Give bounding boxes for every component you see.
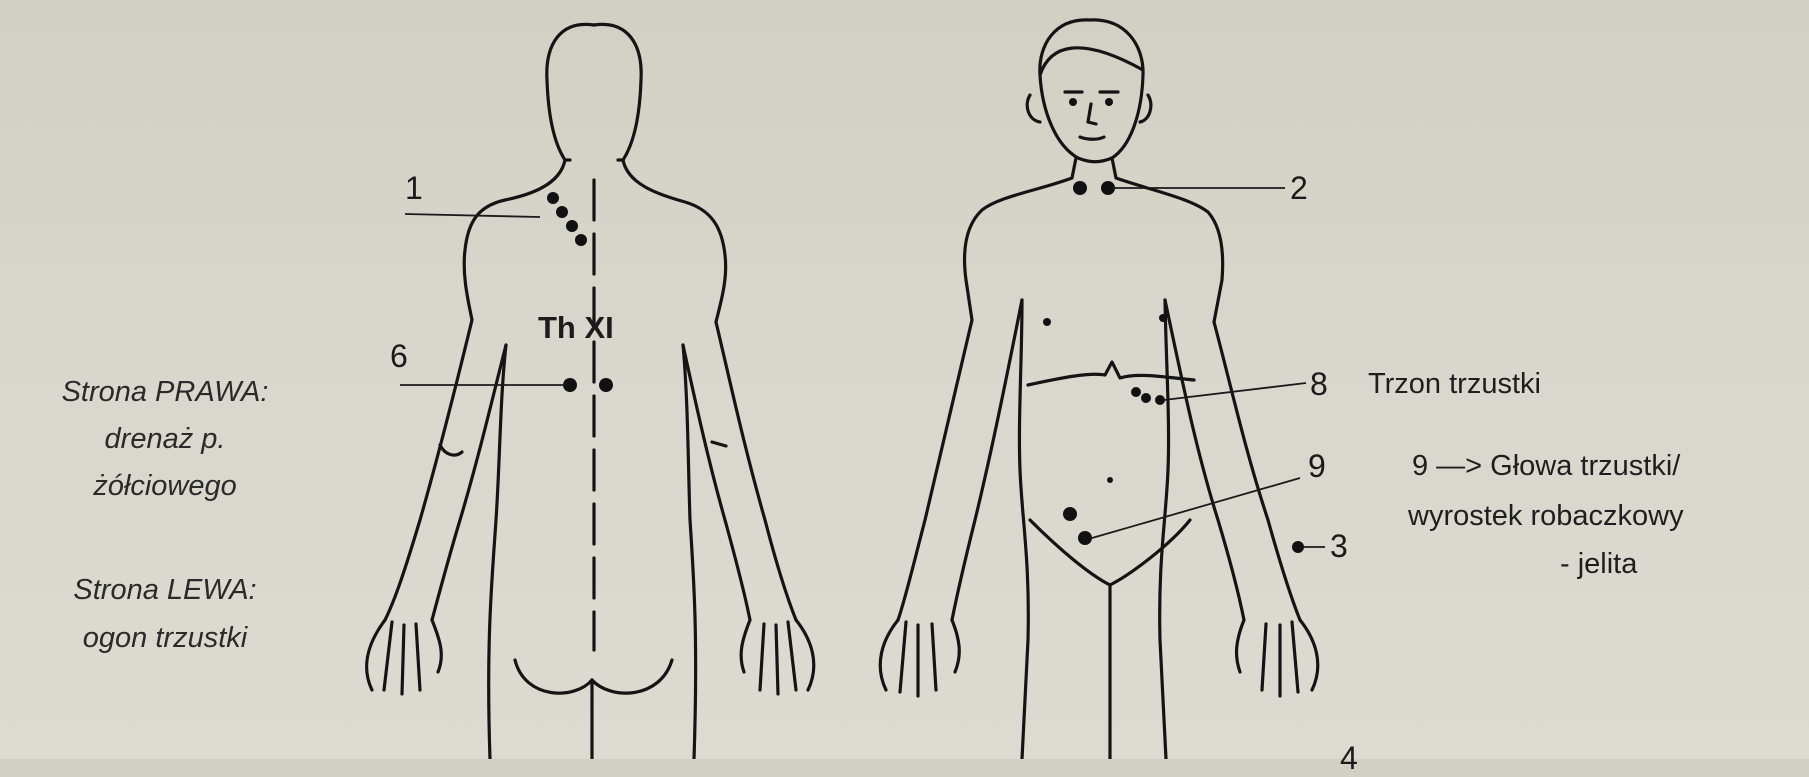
front-mouth [1080,137,1104,139]
back-point6-dot-b [599,378,613,392]
right-note-line2: wyrostek robaczkowy [1408,500,1684,533]
front-right-nipple [1159,314,1167,322]
back-point1-dot-b [556,206,568,218]
front-left-hand [880,620,959,696]
back-left-elbow [440,445,462,455]
back-point1-leader [405,214,540,217]
right-note-line1: 9 —> Głowa trzustki/ [1412,450,1680,483]
front-point9-dot-b [1078,531,1092,545]
front-right-hand [1237,620,1318,696]
back-figure [367,24,814,759]
front-hairline [1040,48,1143,75]
front-torso-left [1019,300,1028,759]
back-torso-right [683,345,696,759]
right-note-line3: - jelita [1560,548,1637,581]
front-right-arm-outer [1214,322,1300,620]
front-point8-dot-b [1141,393,1151,403]
back-left-arm-inner [432,345,506,620]
back-point1-dot-c [566,220,578,232]
back-point1-dot-a [547,192,559,204]
back-right-hand [741,620,814,694]
front-point8-dot-a [1131,387,1141,397]
back-head-right [594,24,641,160]
front-nose [1088,104,1096,124]
front-point8-label: 8 [1310,366,1328,403]
front-left-shoulder [965,158,1076,320]
front-point9-leader [1092,478,1300,538]
front-figure [880,20,1325,759]
front-point3-label: 3 [1330,528,1348,565]
back-left-shoulder [464,160,565,320]
front-left-nipple [1043,318,1051,326]
front-point2-label: 2 [1290,170,1308,207]
front-ribcage-line [1028,362,1194,385]
front-right-eye [1105,98,1113,106]
front-point8-description: Trzon trzustki [1368,368,1541,401]
back-right-elbow [712,442,726,446]
front-point9-dot-a [1063,507,1077,521]
back-point1-dot-d [575,234,587,246]
front-left-eye [1069,98,1077,106]
front-point9-label: 9 [1308,448,1326,485]
back-right-shoulder [623,160,726,322]
front-navel [1107,477,1113,483]
back-right-arm-outer [716,322,796,620]
front-point3-dot [1292,541,1304,553]
front-right-shoulder [1112,158,1223,322]
back-point6-label: 6 [390,338,408,375]
back-spine-label: Th XI [538,310,614,346]
front-torso-right [1160,300,1169,759]
back-left-hand [367,620,442,694]
front-point2-dot-a [1073,181,1087,195]
front-left-arm-inner [952,300,1022,620]
front-right-arm-inner [1165,300,1244,620]
front-groin-line [1030,520,1190,585]
back-head-left [547,24,594,160]
back-point6-dot-a [563,378,577,392]
front-point8-dot-c [1155,395,1165,405]
back-point1-label: 1 [405,170,423,207]
